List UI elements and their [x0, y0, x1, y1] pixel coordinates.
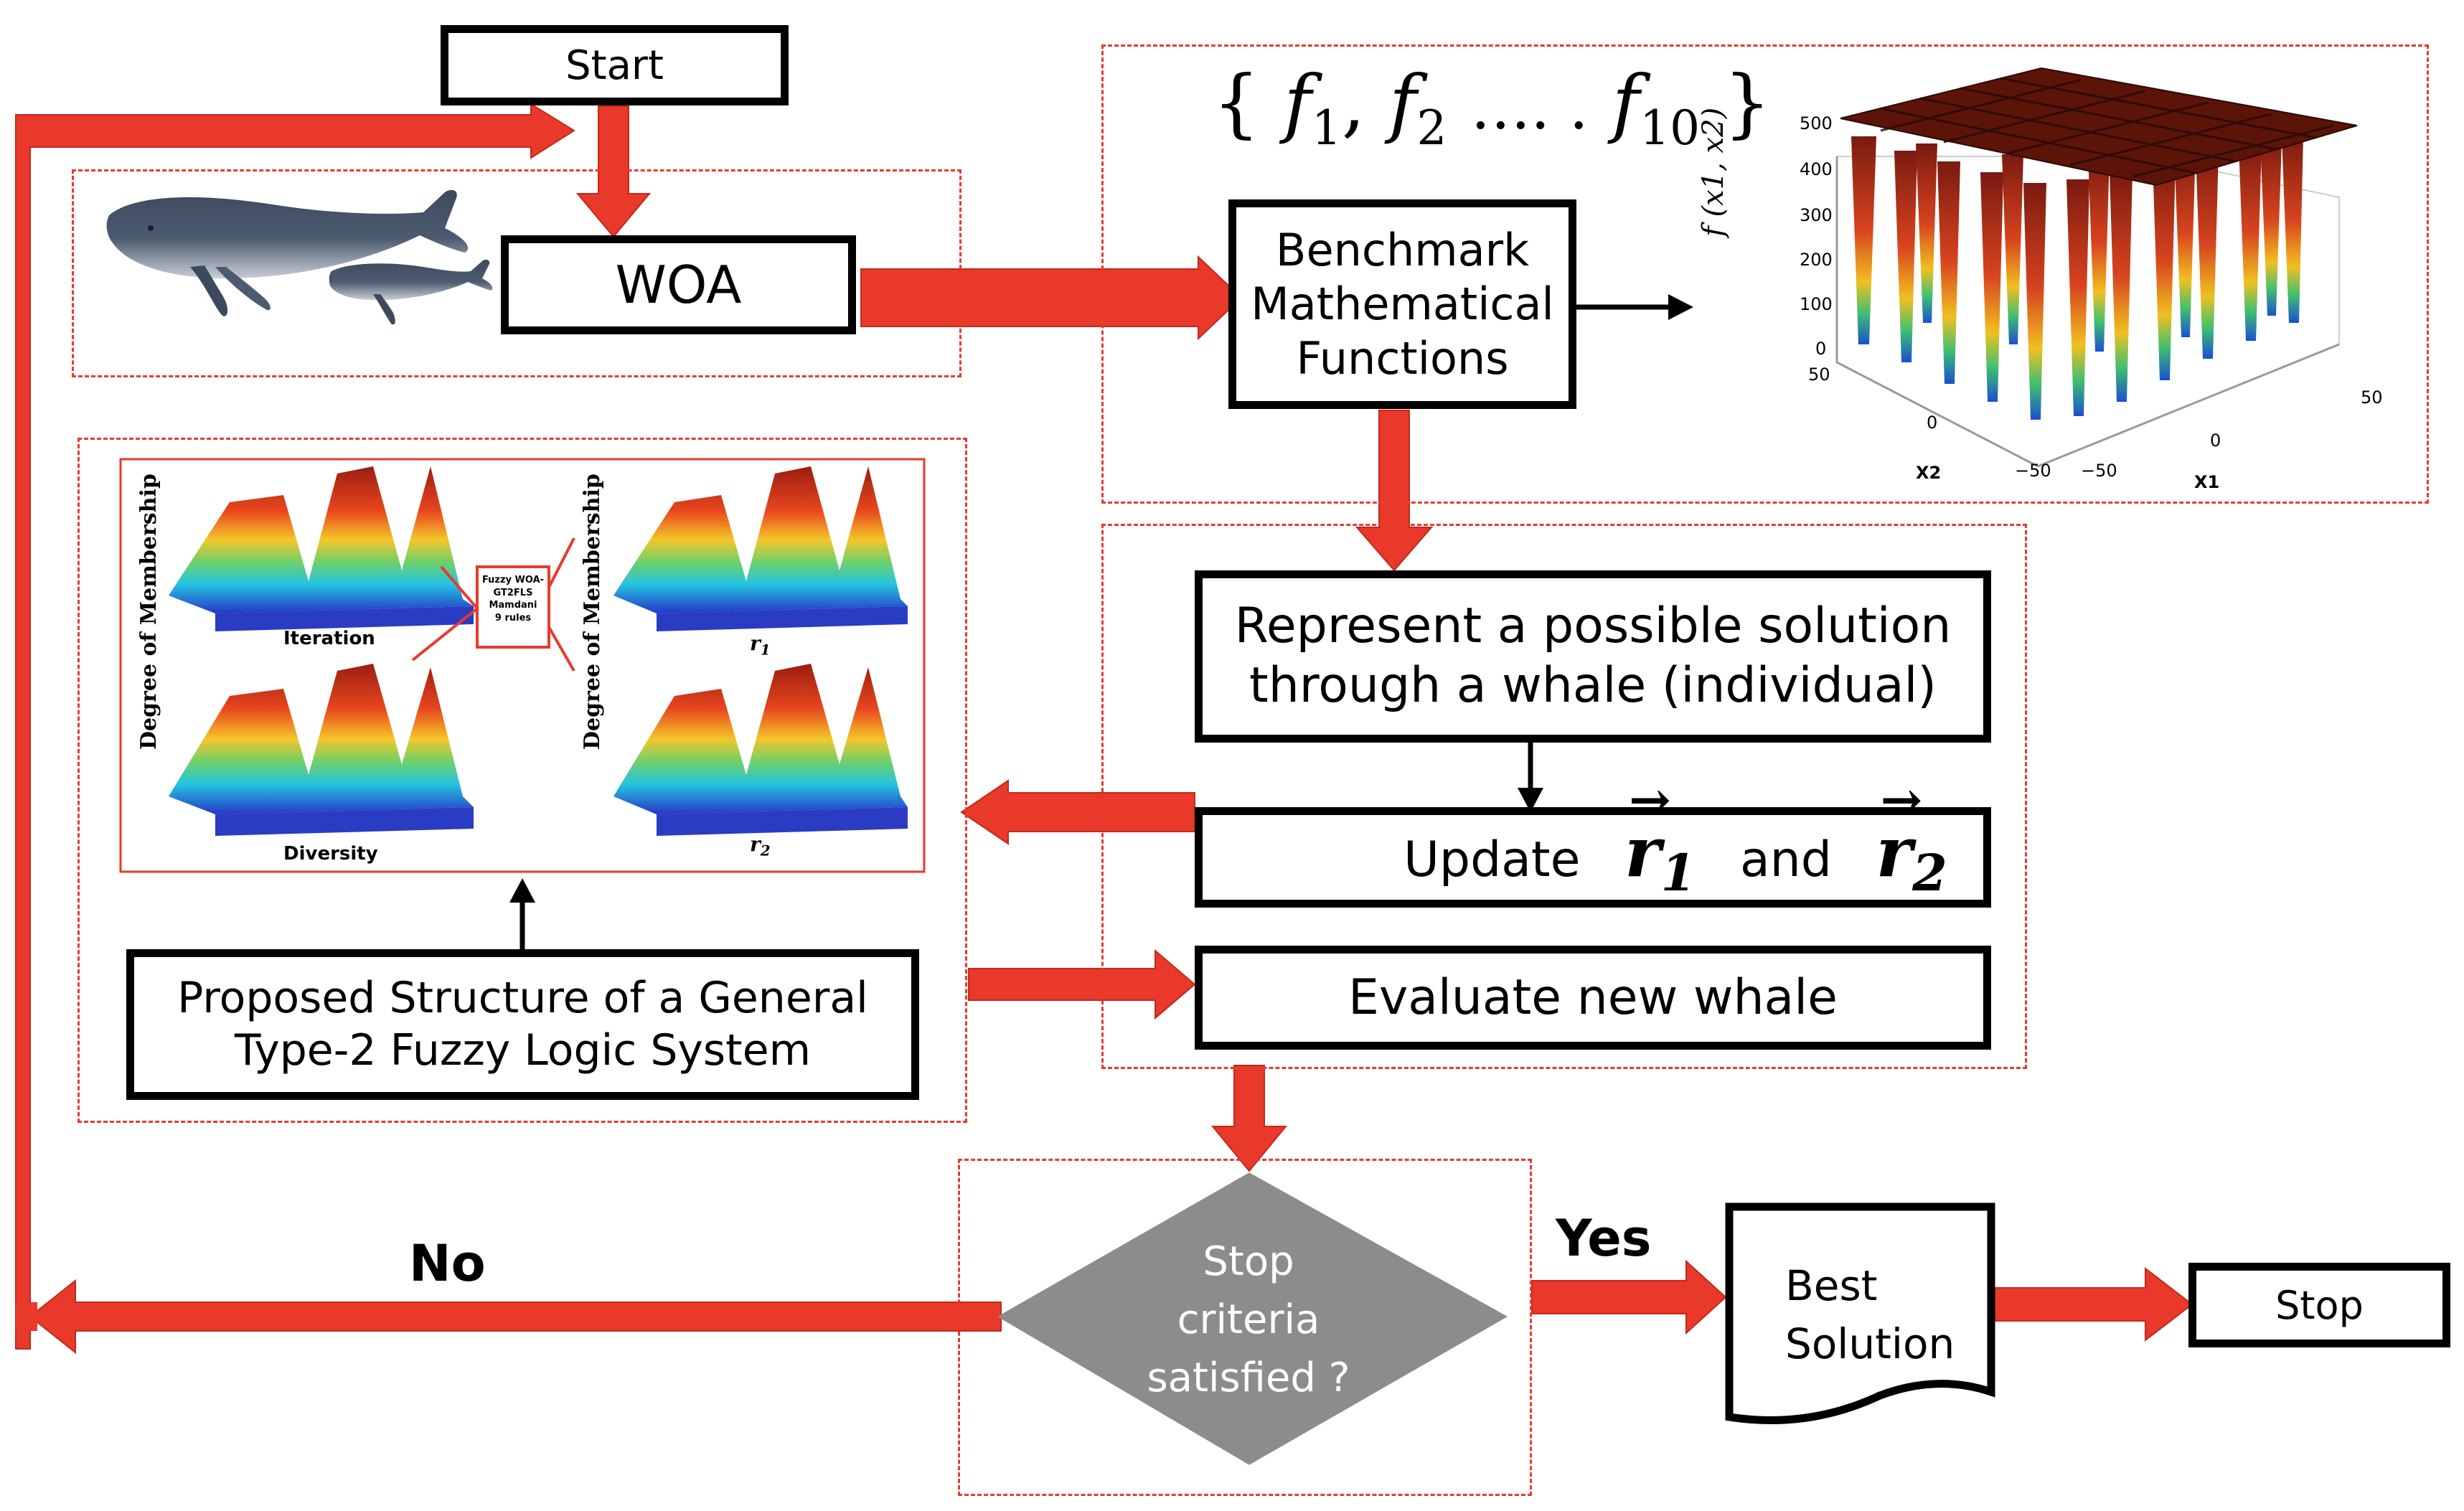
represent-label: Represent a possible solution through a …	[1234, 598, 1952, 714]
arrow-proposed-fuzzy	[509, 878, 535, 951]
proposed-box: Proposed Structure of a General Type-2 F…	[126, 949, 919, 1100]
evaluate-label: Evaluate new whale	[1348, 969, 1838, 1026]
update-box: Update →r1 and →r2	[1195, 770, 1991, 908]
fuzzy-plot-label-diversity: Diversity	[283, 843, 378, 865]
r1-vector: →r1	[1624, 770, 1696, 903]
stop-criteria-diamond	[997, 1172, 1508, 1465]
surface-ztick-400: 400	[1800, 159, 1833, 179]
whale-process-region	[1101, 524, 2027, 1069]
woa-region	[72, 169, 961, 377]
fuzzy-plot-r2	[613, 664, 908, 836]
stop-box: Stop	[2188, 1263, 2450, 1347]
best-solution-label: Best Solution	[1785, 1261, 1955, 1369]
stop-label: Stop	[2275, 1282, 2364, 1328]
surface-x1tick-m50: −50	[2081, 461, 2117, 481]
fuzzy-plot-r1	[613, 466, 908, 631]
r2-vector-arrow: →	[1880, 770, 1923, 830]
fuzzy-center-label: Fuzzy WOA- GT2FLS Mamdani 9 rules	[481, 575, 545, 623]
surface-plot	[1835, 67, 2358, 468]
arrow-woa-benchmark	[860, 255, 1243, 341]
fuzzy-plot-label-iteration: Iteration	[283, 628, 375, 649]
represent-box: Represent a possible solution through a …	[1195, 570, 1991, 743]
yes-label: Yes	[1556, 1209, 1652, 1268]
surface-xlabel-x2: X2	[1916, 463, 1942, 483]
surface-ztick-200: 200	[1800, 250, 1833, 270]
surface-x1tick-50: 50	[2361, 387, 2383, 408]
surface-ztick-500: 500	[1800, 113, 1833, 133]
benchmark-region	[1101, 44, 2429, 504]
start-label: Start	[565, 42, 664, 89]
update-and: and	[1739, 832, 1832, 889]
decision-region	[958, 1159, 1532, 1496]
fuzzy-plot-iteration	[169, 466, 474, 631]
benchmark-label: Benchmark Mathematical Functions	[1251, 223, 1554, 385]
fuzzy-plot-label-r2: r2	[750, 832, 771, 860]
arrow-represent-update	[1518, 743, 1543, 812]
no-label: No	[409, 1234, 486, 1293]
fuzzy-region	[77, 438, 967, 1123]
arrow-benchmark-represent	[1355, 410, 1434, 572]
benchmark-box: Benchmark Mathematical Functions	[1228, 199, 1576, 409]
surface-x2tick-m50: −50	[2015, 461, 2051, 481]
r2-vector: →r2	[1876, 770, 1947, 903]
update-label: Update	[1403, 832, 1581, 889]
arrow-update-fuzzy	[960, 779, 1195, 845]
proposed-label: Proposed Structure of a General Type-2 F…	[177, 972, 868, 1075]
surface-ztick-300: 300	[1800, 205, 1833, 225]
fuzzy-ylabel-left: Degree of Membership	[136, 474, 161, 750]
woa-box: WOA	[501, 235, 856, 334]
surface-x1tick-0: 0	[2210, 430, 2221, 451]
surface-ztick-0: 0	[1815, 339, 1827, 359]
no-loop-arrow	[15, 103, 1002, 1355]
arrow-benchmark-plot	[1575, 294, 1693, 320]
fuzzy-plot-label-r1: r1	[750, 631, 771, 659]
fuzzy-plot-diversity	[169, 664, 474, 836]
surface-x2tick-50: 50	[1808, 364, 1830, 385]
surface-ztick-100: 100	[1800, 294, 1833, 314]
fuzzy-membership-plots	[119, 458, 926, 873]
arrow-evaluate-decision	[1210, 1065, 1288, 1172]
surface-xlabel-x1: X1	[2194, 472, 2220, 492]
start-box: Start	[441, 25, 789, 105]
evaluate-box: Evaluate new whale	[1195, 946, 1991, 1050]
stop-criteria-label: Stop criteria satisfied ?	[1147, 1238, 1350, 1402]
r1-vector-arrow: →	[1629, 770, 1671, 830]
woa-label: WOA	[615, 255, 742, 315]
arrow-to-evaluate	[968, 949, 1196, 1020]
arrow-yes-best	[1531, 1259, 1727, 1335]
arrow-best-stop	[1994, 1266, 2193, 1342]
arrow-start-woa	[575, 105, 652, 238]
whale-illustration	[106, 189, 493, 325]
update-formula: Update →r1 and →r2	[1238, 770, 1947, 903]
surface-x2tick-0: 0	[1927, 413, 1938, 433]
best-solution-document	[1725, 1202, 1995, 1425]
fuzzy-ylabel-right: Degree of Membership	[580, 474, 605, 750]
function-set: { f1, f2 …. . f10 }	[1213, 59, 1772, 156]
surface-zlabel: f (x1, x2)	[1697, 107, 1730, 237]
